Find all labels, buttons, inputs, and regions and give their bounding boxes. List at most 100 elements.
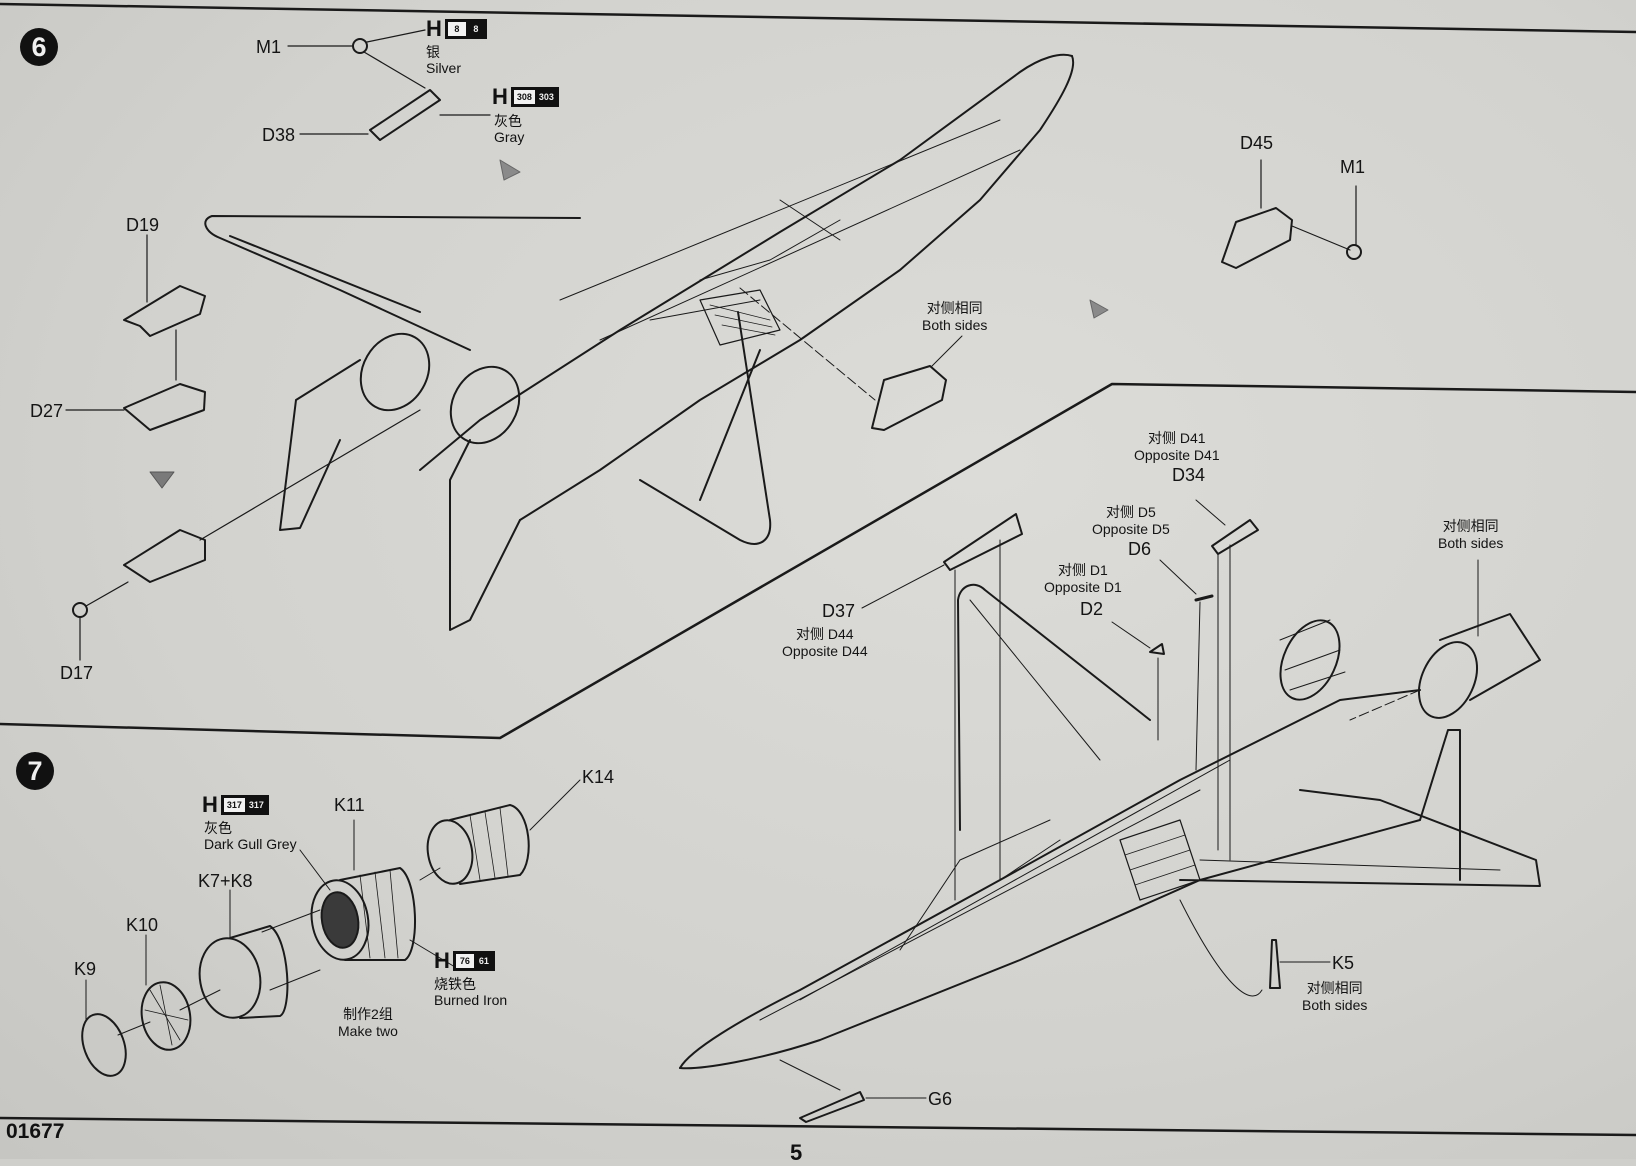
note-en: Opposite D5 — [1092, 521, 1170, 537]
note-en: Both sides — [1438, 535, 1504, 551]
part-d27-shape — [123, 383, 206, 431]
paint-name-en: Gray — [494, 129, 525, 145]
note-en: Both sides — [1302, 997, 1368, 1013]
paint-callout-burned-iron: H 76 61 — [434, 950, 495, 972]
part-label-k14: K14 — [582, 767, 615, 787]
part-d19d27-assembly-shape — [123, 529, 206, 583]
part-d19-shape — [123, 285, 206, 337]
part-label-m1-top: M1 — [256, 37, 282, 57]
paint-code-chip: 308 303 — [510, 87, 559, 107]
part-k10-shape — [140, 981, 192, 1051]
exhaust-subassembly — [81, 779, 581, 1077]
note-opposite-d1: 对侧 D1 Opposite D1 — [1044, 562, 1122, 596]
note-cn: 对侧相同 — [1442, 518, 1499, 534]
part-label-k11: K11 — [334, 795, 365, 815]
note-cn: 对侧相同 — [926, 300, 983, 316]
part-k5-shape — [1269, 939, 1281, 989]
note-opposite-d5: 对侧 D5 Opposite D5 — [1092, 504, 1170, 538]
paint-name-dark-gull-grey: 灰色 Dark Gull Grey — [204, 820, 297, 852]
paint-code-secondary: 8 — [466, 21, 485, 37]
note-cn: 对侧相同 — [1306, 980, 1363, 996]
paint-name-cn: 烧铁色 — [434, 976, 476, 992]
note-both-sides-k5: 对侧相同 Both sides — [1302, 980, 1367, 1014]
note-both-sides-exhaust: 对侧相同 Both sides — [1438, 518, 1503, 552]
part-label-d45: D45 — [1240, 133, 1274, 153]
paint-brand: H — [434, 948, 450, 973]
note-cn: 对侧 D41 — [1148, 430, 1206, 446]
paint-name-gray: 灰色 Gray — [494, 113, 524, 145]
part-d6-shape — [1194, 594, 1214, 602]
paint-name-cn: 银 — [426, 44, 440, 60]
note-cn: 对侧 D5 — [1106, 504, 1156, 520]
paint-code-secondary: 317 — [245, 797, 267, 813]
part-g6-shape — [799, 1091, 865, 1123]
part-label-g6: G6 — [928, 1089, 953, 1109]
part-label-k5: K5 — [1332, 953, 1355, 973]
note-en: Opposite D41 — [1134, 447, 1220, 463]
paint-name-en: Burned Iron — [434, 992, 508, 1008]
part-label-m1-right: M1 — [1340, 157, 1366, 177]
paint-name-en: Dark Gull Grey — [204, 836, 297, 852]
note-cn: 对侧 D44 — [796, 626, 854, 642]
aircraft-lower-view — [679, 583, 1541, 1070]
part-k14-shape — [426, 819, 474, 885]
paint-code-secondary: 61 — [474, 953, 493, 969]
part-label-d37: D37 — [822, 601, 856, 621]
paint-callout-dark-gull-grey: H 317 317 — [202, 794, 269, 816]
note-en: Both sides — [922, 317, 988, 333]
note-en: Opposite D1 — [1044, 579, 1122, 595]
paint-brand: H — [202, 792, 218, 817]
part-label-d17: D17 — [60, 663, 94, 683]
part-d37-shape — [943, 513, 1023, 571]
part-d45-shape — [1221, 207, 1293, 269]
page-number: 5 — [790, 1140, 803, 1165]
paint-brand: H — [492, 84, 508, 109]
part-label-k9: K9 — [74, 959, 97, 979]
paint-callout-silver: H 8 8 — [426, 18, 487, 40]
part-exhaust-shape — [1417, 641, 1479, 719]
part-m1-right-shape — [1346, 244, 1362, 260]
part-label-d6: D6 — [1128, 539, 1152, 559]
note-cn: 对侧 D1 — [1058, 562, 1108, 578]
part-label-d2: D2 — [1080, 599, 1104, 619]
note-cn: 制作2组 — [343, 1006, 393, 1022]
top-border-line — [0, 2, 1636, 34]
step-number-6: 6 — [20, 28, 58, 66]
step-number-7: 7 — [16, 752, 54, 790]
part-d2-shape — [1149, 643, 1165, 655]
paint-code-primary: 76 — [454, 953, 475, 969]
paint-name-cn: 灰色 — [204, 820, 232, 836]
step-divider-line — [0, 382, 1636, 740]
part-d38-shape — [369, 89, 441, 141]
note-make-two: 制作2组 Make two — [338, 1006, 398, 1040]
part-label-d27: D27 — [30, 401, 64, 421]
paint-name-cn: 灰色 — [494, 113, 522, 129]
part-k9-shape — [81, 1013, 127, 1077]
paint-code-chip: 8 8 — [444, 19, 487, 39]
paint-callout-gray: H 308 303 — [492, 86, 559, 108]
part-m1-top-shape — [352, 38, 368, 54]
paint-code-primary: 8 — [446, 21, 467, 37]
paint-code-secondary: 303 — [535, 89, 557, 105]
note-both-sides-intake: 对侧相同 Both sides — [922, 300, 987, 334]
paint-code-chip: 317 317 — [220, 795, 269, 815]
part-label-d34: D34 — [1172, 465, 1206, 485]
part-d17-shape — [72, 602, 88, 618]
part-k7-k8-shape — [198, 937, 262, 1019]
aircraft-upper-view — [204, 53, 1075, 631]
note-opposite-d44: 对侧 D44 Opposite D44 — [782, 626, 868, 660]
part-label-d19: D19 — [126, 215, 160, 235]
part-label-k7-k8: K7+K8 — [198, 871, 253, 891]
paint-name-burned-iron: 烧铁色 Burned Iron — [434, 976, 507, 1008]
part-intake-cover-shape — [871, 365, 947, 431]
paint-code-primary: 317 — [222, 797, 246, 813]
paint-code-primary: 308 — [512, 89, 536, 105]
paint-name-silver: 银 Silver — [426, 44, 461, 76]
kit-code: 01677 — [6, 1120, 65, 1143]
paint-code-chip: 76 61 — [452, 951, 495, 971]
note-en: Opposite D44 — [782, 643, 868, 659]
paint-name-en: Silver — [426, 60, 462, 76]
part-d34-shape — [1211, 519, 1259, 555]
note-opposite-d41: 对侧 D41 Opposite D41 — [1134, 430, 1220, 464]
